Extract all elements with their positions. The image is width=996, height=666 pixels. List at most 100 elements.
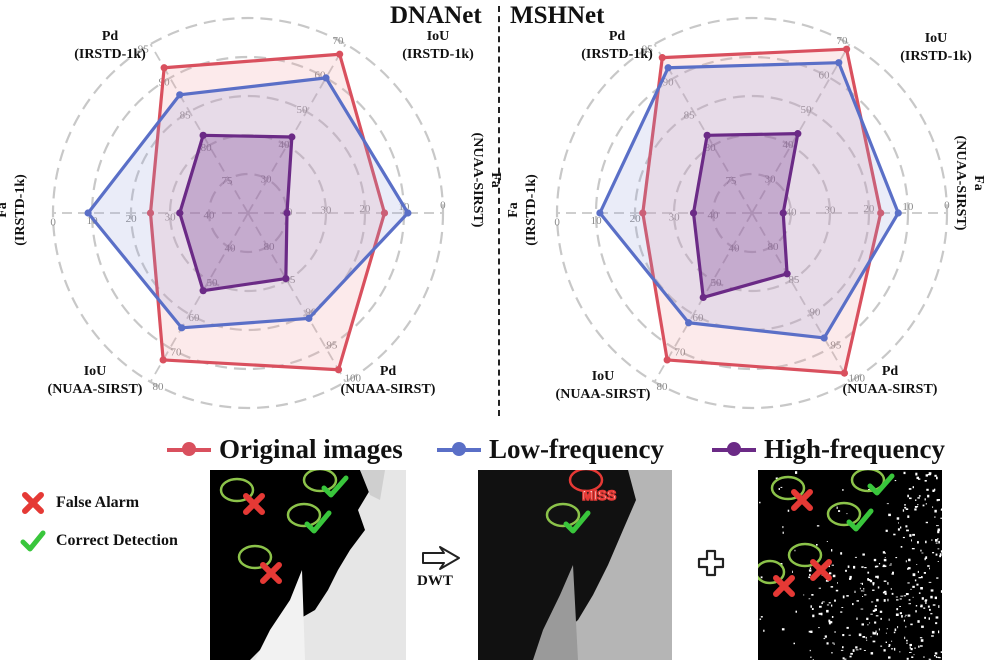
radar-axis-name: Fa [0, 202, 10, 218]
radar-point-original [336, 50, 344, 58]
radar-axis-label: Fa(IRSTD-1k) [0, 174, 28, 246]
radar-tick-label: 50 [710, 277, 722, 289]
radar-tick-label: 30 [824, 205, 836, 217]
radar-spoke [149, 212, 249, 383]
radar-tick-label: 85 [284, 274, 296, 286]
radar-tick-label: 30 [765, 173, 777, 185]
radar-tick-label: 90 [305, 307, 317, 319]
radar-tick-label: 20 [126, 213, 138, 225]
radar-point-high [282, 274, 290, 283]
radar-point-original [334, 366, 343, 374]
false-alarm-label: False Alarm [56, 494, 140, 511]
radar-point-low [596, 209, 604, 217]
radar-axis-dataset: (NUAA-SIRST) [470, 133, 485, 228]
radar-axis-dataset: (NUAA-SIRST) [341, 382, 436, 397]
radar-tick-label: 0 [944, 199, 950, 211]
correct-detection-label: Correct Detection [56, 532, 178, 549]
radar-axis-label: IoU (IRSTD-1k) [402, 29, 474, 62]
radar-tick-label: 90 [663, 76, 675, 88]
radar-axis-name: Fa [488, 172, 503, 188]
radar-tick-label: 60 [692, 312, 704, 324]
radar-tick-label: 75 [222, 175, 234, 187]
radar-tick-label: 40 [224, 243, 236, 255]
radar-tick-label: 60 [315, 70, 327, 82]
radar-tick-label: 80 [201, 142, 213, 154]
radar-tick-label: 80 [152, 381, 164, 393]
radar-point-original [658, 54, 666, 62]
radar-axis-name: Fa [971, 175, 986, 191]
radar-point-high [699, 293, 707, 302]
legend-label-original: Original images [219, 434, 403, 464]
false-alarm-key: False Alarm [20, 490, 139, 516]
radar-axis-dataset: (NUAA-SIRST) [843, 382, 938, 397]
radar-axis-dataset: (IRSTD-1k) [402, 47, 474, 62]
radar-axis-name: Pd [882, 364, 899, 379]
radar-spoke [149, 43, 249, 214]
radar-tick-label: 0 [50, 217, 56, 229]
chart-separator [498, 6, 500, 416]
radar-spoke [751, 212, 851, 383]
radar-tick-label: 90 [809, 307, 821, 319]
radar-axis-name: Pd [609, 29, 626, 44]
radar-point-high [794, 130, 802, 138]
radar-tick-label: 80 [656, 381, 668, 393]
legend-item-high: High-frequency [712, 434, 945, 465]
outline-arrow-right-icon [422, 546, 460, 570]
outline-plus-icon [697, 549, 725, 577]
radar-point-low [835, 59, 843, 67]
radar-tick-label: 80 [705, 142, 717, 154]
low-frequency-panel [478, 470, 672, 660]
radar-point-low [178, 324, 186, 332]
radar-tick-label: 70 [333, 35, 345, 47]
radar-tick-label: 80 [263, 241, 275, 253]
radar-tick-label: 70 [837, 35, 849, 47]
radar-spoke [247, 43, 347, 214]
red-cross-icon [22, 492, 44, 514]
radar-tick-label: 20 [863, 203, 875, 215]
radar-tick-label: 50 [801, 104, 813, 116]
radar-spoke [247, 212, 347, 383]
radar-point-low [84, 209, 92, 217]
radar-point-high [779, 209, 787, 217]
radar-axis-dataset: (IRSTD-1k) [13, 174, 28, 246]
correct-detection-key: Correct Detection [20, 528, 178, 554]
radar-tick-label: 95 [326, 340, 338, 352]
legend-swatch-original [167, 441, 211, 456]
radar-axis-dataset: (NUAA-SIRST) [953, 136, 968, 231]
radar-axis-name: IoU [427, 29, 450, 44]
green-check-icon [20, 530, 46, 552]
radar-axis-name: Fa [506, 202, 521, 218]
radar-point-original [842, 45, 851, 53]
radar-tick-label: 10 [591, 215, 603, 227]
radar-point-high [783, 270, 791, 278]
radar-point-original [146, 209, 155, 217]
radar-axis-dataset: (IRSTD-1k) [900, 49, 972, 64]
radar-spoke [653, 43, 753, 214]
radar-tick-label: 80 [767, 241, 779, 253]
radar-tick-label: 95 [642, 44, 654, 56]
radar-axis-label: IoU(NUAA-SIRST) [48, 364, 143, 397]
radar-axis-label: Pd (NUAA-SIRST) [341, 364, 436, 397]
radar-point-original [160, 64, 168, 72]
radar-point-low [664, 64, 672, 72]
radar-tick-label: 90 [159, 76, 171, 88]
radar-tick-label: 60 [819, 70, 831, 82]
radar-tick-label: 95 [138, 44, 150, 56]
radar-axis-name: Pd [380, 364, 397, 379]
legend-label-low: Low-frequency [489, 434, 664, 464]
radar-charts: 403020100Fa(NUAA-SIRST)3040506070IoU(IRS… [0, 16, 986, 410]
radar-tick-label: 0 [440, 199, 446, 211]
radar-axis-label: Fa(NUAA-SIRST) [953, 136, 986, 231]
radar-axis-dataset: (NUAA-SIRST) [48, 382, 143, 397]
radar-tick-label: 85 [788, 274, 800, 286]
radar-tick-label: 30 [165, 211, 177, 223]
radar-tick-label: 100 [849, 372, 866, 384]
radar-series-high [178, 133, 294, 293]
radar-point-high [199, 131, 207, 139]
radar-point-original [639, 209, 647, 217]
radar-point-high [283, 209, 291, 217]
radar-spoke [751, 43, 851, 214]
legend-item-original: Original images [167, 434, 403, 465]
radar-tick-label: 30 [669, 211, 681, 223]
legend-swatch-low [437, 441, 481, 456]
